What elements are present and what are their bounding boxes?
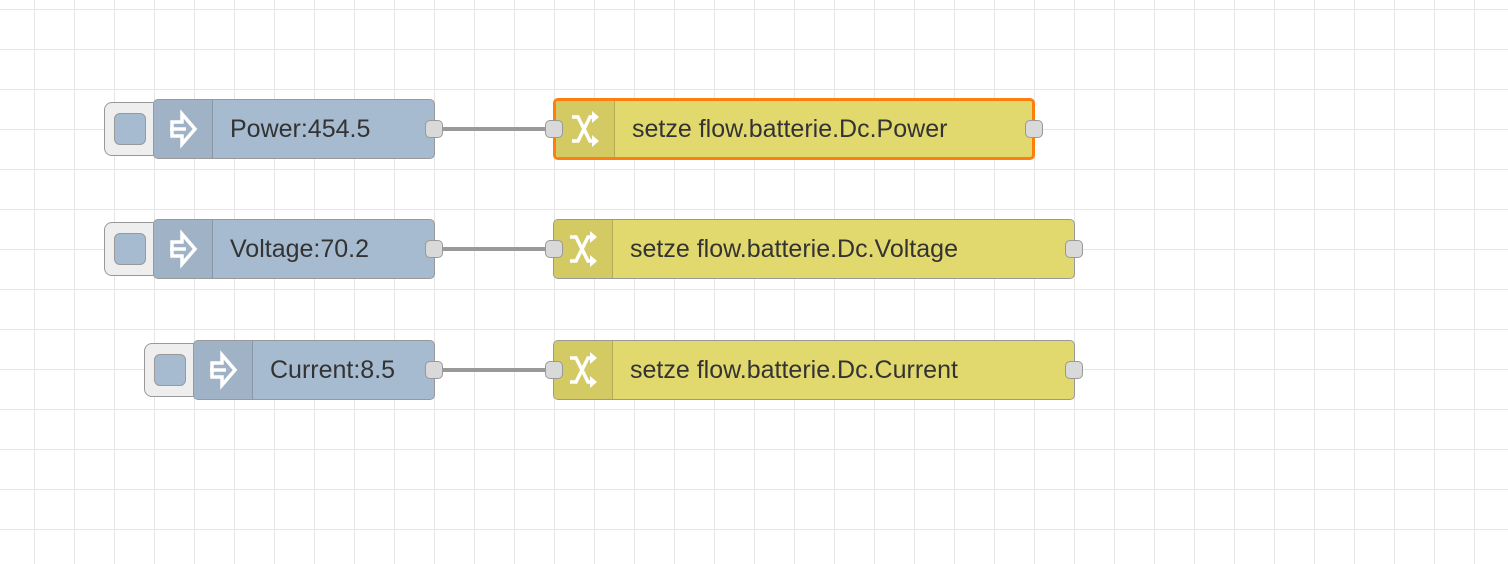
- arrow-in-icon: [194, 341, 253, 399]
- output-port[interactable]: [425, 240, 443, 258]
- output-port[interactable]: [1065, 361, 1083, 379]
- inject-node-voltage[interactable]: Voltage:70.2: [153, 219, 435, 279]
- change-node-label: setze flow.batterie.Dc.Current: [630, 355, 958, 384]
- change-node-voltage[interactable]: setze flow.batterie.Dc.Voltage: [553, 219, 1075, 279]
- inject-button-square[interactable]: [154, 354, 186, 386]
- shuffle-icon: [554, 341, 613, 399]
- shuffle-icon: [554, 220, 613, 278]
- inject-node-label: Power:454.5: [230, 114, 371, 143]
- output-port[interactable]: [425, 120, 443, 138]
- inject-node-label: Voltage:70.2: [230, 234, 370, 263]
- inject-node-power[interactable]: Power:454.5: [153, 99, 435, 159]
- arrow-in-icon: [154, 100, 213, 158]
- arrow-in-icon: [154, 220, 213, 278]
- inject-node-label: Current:8.5: [270, 355, 396, 384]
- change-node-power[interactable]: setze flow.batterie.Dc.Power: [553, 98, 1035, 160]
- output-port[interactable]: [425, 361, 443, 379]
- change-node-current[interactable]: setze flow.batterie.Dc.Current: [553, 340, 1075, 400]
- output-port[interactable]: [1065, 240, 1083, 258]
- input-port[interactable]: [545, 361, 563, 379]
- inject-node-current[interactable]: Current:8.5: [193, 340, 435, 400]
- change-node-label: setze flow.batterie.Dc.Voltage: [630, 234, 958, 263]
- input-port[interactable]: [545, 240, 563, 258]
- change-node-label: setze flow.batterie.Dc.Power: [632, 114, 948, 143]
- input-port[interactable]: [545, 120, 563, 138]
- inject-button-square[interactable]: [114, 233, 146, 265]
- shuffle-icon: [556, 101, 615, 157]
- output-port[interactable]: [1025, 120, 1043, 138]
- inject-button-square[interactable]: [114, 113, 146, 145]
